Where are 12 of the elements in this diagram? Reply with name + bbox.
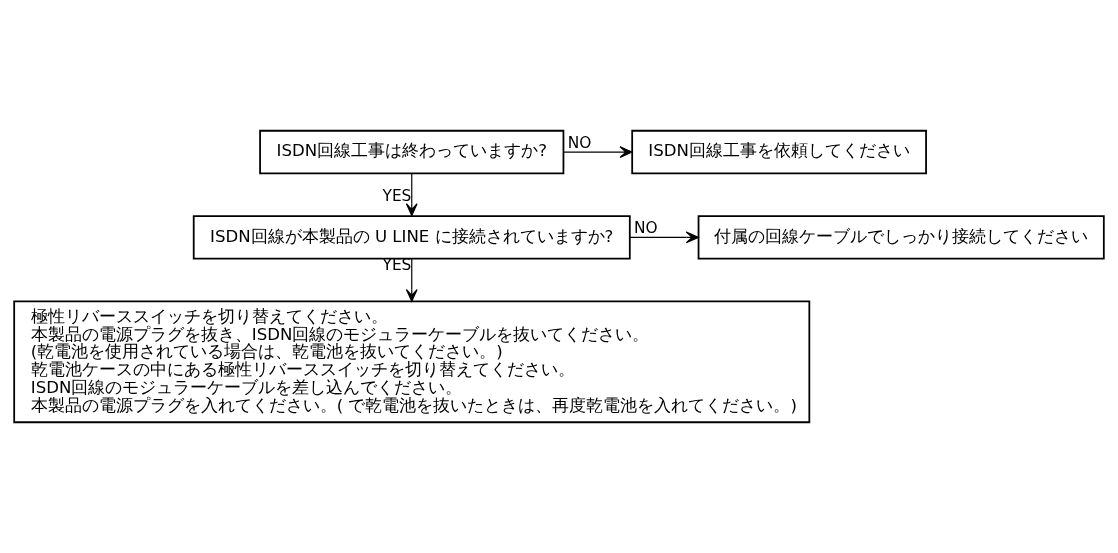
edge-label: YES (382, 186, 412, 205)
edge-label: NO (633, 219, 658, 238)
edge-label: NO (567, 133, 592, 152)
node-box: ISDN回線工事は終わっていますか? (259, 129, 565, 175)
node-box: ISDN回線が本製品の U LINE に接続されていますか? (192, 215, 631, 260)
node-box: 付属の回線ケーブルでしっかり接続してください (697, 215, 1105, 260)
node-box: ISDN回線工事を依頼してください (631, 129, 927, 175)
arrow (405, 258, 418, 302)
arrow (563, 146, 633, 158)
node-box: 極性リバーススイッチを切り替えてください。 本製品の電源プラグを抜き、ISDN回線のモジュラーケーブルを抜いてください。 (乾電池を使用されている場合は、乾電池を抜いてください。) 乾電池ケースの中にある極性リバーススイッチを切り替えてください。 ISDN回線のモジュラーケーブルを差し込んでください。 本製品の電源プラグを入れてください。( で乾電池を抜いたときは、再度乾電池を入れてください。) (13, 300, 811, 424)
arrow (629, 231, 699, 244)
arrow (405, 173, 418, 217)
